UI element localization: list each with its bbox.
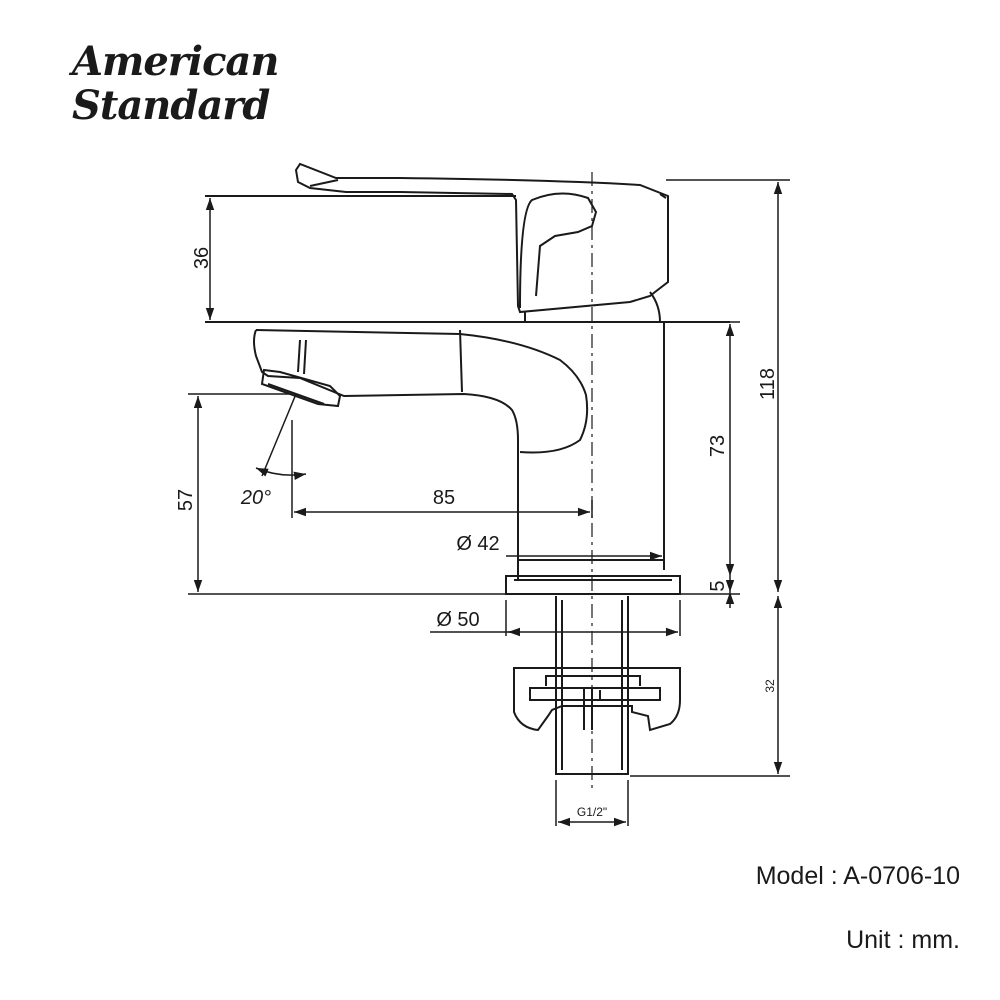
- dim-handle-height: 36: [191, 247, 213, 269]
- dim-spout-reach: 85: [433, 487, 455, 509]
- faucet-outline: [205, 162, 730, 775]
- dim-total-height: 118: [757, 368, 779, 400]
- dim-tilt-angle: 20°: [240, 487, 271, 509]
- extension-lines: [188, 179, 790, 826]
- model-number: Model : A-0706-10: [755, 862, 960, 890]
- dim-spout-height: 57: [175, 489, 197, 511]
- logo-line-1: American: [72, 38, 279, 85]
- dim-body-diameter: Ø 42: [456, 533, 499, 555]
- dim-thread: G1/2": [577, 805, 607, 819]
- dim-shank-length: 32: [763, 679, 777, 693]
- dim-base-diameter: Ø 50: [436, 609, 479, 631]
- american-standard-logo: American Standard: [72, 38, 279, 138]
- dim-body-height: 73: [707, 435, 729, 457]
- dimension-lines: [193, 182, 783, 827]
- unit-label: Unit : mm.: [846, 926, 960, 954]
- logo-line-2: Standard: [72, 82, 270, 129]
- dim-base-thickness: 5: [707, 580, 729, 591]
